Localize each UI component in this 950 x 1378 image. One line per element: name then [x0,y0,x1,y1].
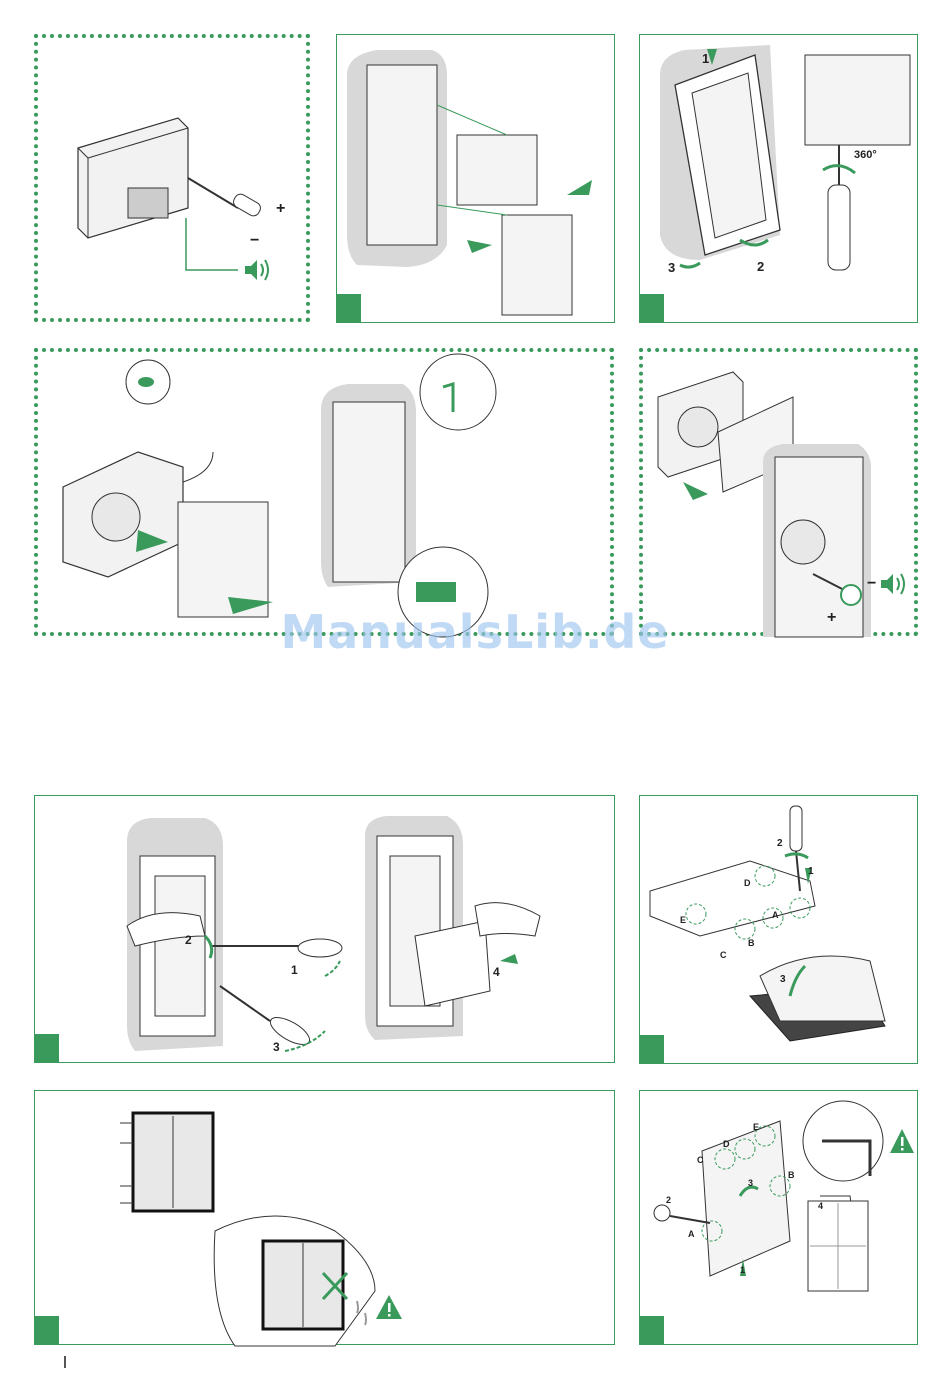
point-c-label: C [697,1155,704,1165]
point-c-label: C [720,950,727,960]
rotation-label: 360° [854,149,877,161]
point-d-label: D [723,1139,730,1149]
step-4-label: 4 [493,965,500,979]
panel-tab [337,294,361,322]
point-a-label: A [772,910,779,920]
panel-label-warning [34,1090,615,1345]
step-3-label: 3 [273,1040,280,1054]
step-3-label: 3 [748,1178,753,1188]
panel-speaker-volume-adjust: + − [34,34,310,322]
panel-tab [640,294,664,322]
step-1-label: 1 [291,963,298,977]
speaker-volume-icon [245,260,268,280]
panel-speaker-connection [34,348,614,636]
step-3-label: 3 [668,260,675,275]
step-2-label: 2 [757,259,764,274]
sign-minus: − [250,232,259,249]
panel-frame-removal: 1 2 3 360° [639,34,918,323]
panel-button-module-removal: 1 2 3 4 [34,795,615,1063]
panel-label-removal: 1 2 3 A B C D E [639,795,918,1064]
warning-icon [376,1295,402,1319]
step-3-label: 3 [780,974,786,985]
step-2-label: 2 [777,838,783,849]
step-2-label: 2 [666,1195,671,1205]
point-d-label: D [744,878,751,888]
panel-module-assembly [336,34,615,323]
panel-speaker-volume-installed: + − [639,348,918,636]
watermark: ManualsLib.de [0,605,950,659]
point-a-label: A [688,1229,695,1239]
panel-tab [640,1316,664,1344]
step-1-label: 1 [740,1265,745,1275]
label-warning-illustration [35,1091,616,1346]
panel-label-refit: 1 2 3 4 A B C D E [639,1090,918,1345]
module-assembly-illustration [337,35,616,324]
page-footer-marker [64,1356,66,1368]
panel-tab [640,1035,664,1063]
step-4-label: 4 [818,1201,823,1211]
sign-minus: − [867,575,876,592]
step-1-label: 1 [808,866,814,877]
point-e-label: E [680,915,686,925]
speaker-volume-icon [881,574,904,594]
step-2-label: 2 [185,933,192,947]
panel-tab [35,1316,59,1344]
panel-tab [35,1034,59,1062]
point-b-label: B [788,1170,795,1180]
sign-plus: + [276,200,285,217]
point-b-label: B [748,938,755,948]
step-1-label: 1 [702,51,709,66]
point-e-label: E [753,1122,759,1132]
